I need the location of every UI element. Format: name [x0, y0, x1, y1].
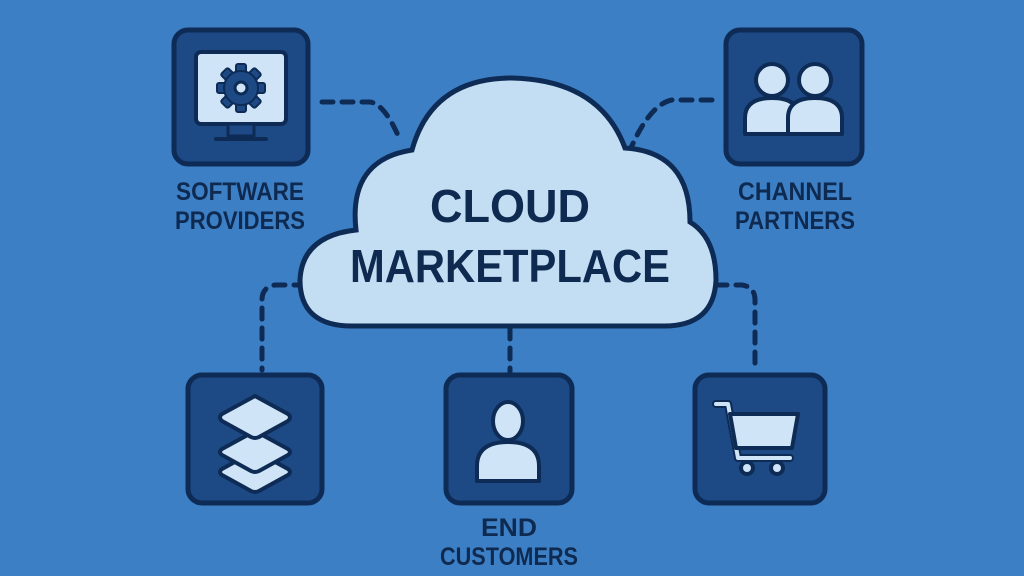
layers-icon: [218, 394, 292, 494]
node-cart: [692, 372, 828, 506]
software-label-line2: PROVIDERS: [175, 207, 305, 235]
connector-layers: [259, 282, 308, 373]
cloud-shape: [297, 75, 719, 329]
channel-label-line1: CHANNEL: [738, 178, 852, 206]
connectors: [259, 97, 758, 375]
software-label-line1: SOFTWARE: [176, 178, 304, 206]
node-channel-partners: CHANNEL PARTNERS: [723, 27, 865, 235]
node-software-providers: SOFTWARE PROVIDERS: [171, 27, 311, 235]
node-end-customers: END CUSTOMERS: [440, 372, 578, 571]
center-title-line2: MARKETPLACE: [350, 240, 670, 292]
end-customers-label-line2: CUSTOMERS: [440, 543, 578, 571]
channel-label-line2: PARTNERS: [735, 207, 855, 235]
users-icon: [743, 62, 844, 136]
cloud-marketplace: CLOUD MARKETPLACE: [297, 75, 719, 329]
connector-software: [319, 99, 403, 143]
shopping-cart-icon: [712, 400, 800, 476]
end-customers-label-line1: END: [481, 514, 537, 542]
node-layers: [185, 372, 325, 506]
connector-cart: [713, 282, 758, 373]
monitor-gear-icon: [194, 50, 288, 141]
center-title-line1: CLOUD: [430, 180, 590, 232]
user-icon: [475, 400, 541, 483]
connector-channel: [627, 97, 715, 153]
